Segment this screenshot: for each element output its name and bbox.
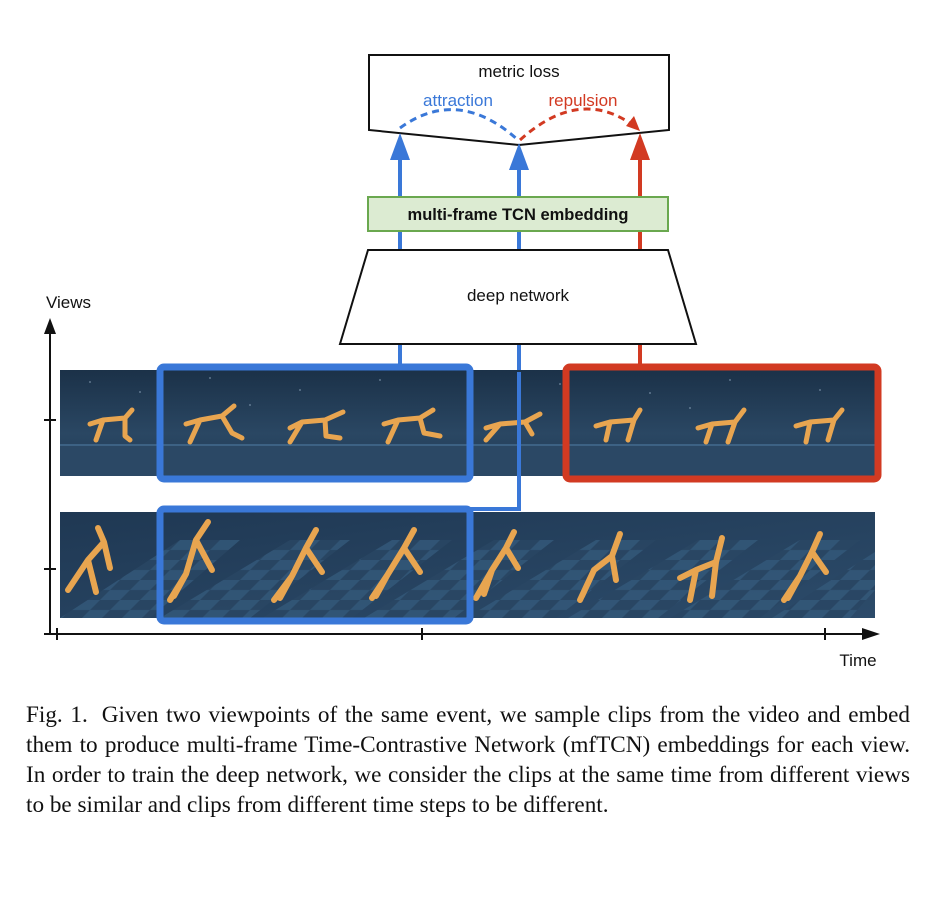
deep-network-box bbox=[338, 249, 698, 345]
walker-frame bbox=[473, 529, 521, 601]
walker-frame bbox=[167, 519, 215, 603]
caption-fig-label: Fig. 1. bbox=[26, 702, 88, 728]
walker-frame bbox=[577, 531, 623, 603]
x-axis-label: Time bbox=[839, 651, 876, 670]
walker-frame bbox=[183, 403, 245, 445]
attraction-arc bbox=[399, 108, 520, 142]
embedding-label: multi-frame TCN embedding bbox=[408, 206, 629, 224]
negative-clip-frame bbox=[562, 363, 882, 483]
walker-frame bbox=[483, 411, 543, 443]
x-axis-arrowhead bbox=[862, 628, 880, 640]
figure-caption: Fig. 1.Given two viewpoints of the same … bbox=[26, 700, 910, 820]
attraction-label: attraction bbox=[423, 91, 493, 110]
positive-connector bbox=[470, 372, 521, 511]
walker-frame bbox=[695, 407, 747, 445]
positive-arrowhead bbox=[509, 143, 529, 170]
repulsion-label: repulsion bbox=[549, 91, 618, 110]
walker-frame bbox=[593, 407, 643, 443]
walker-frame bbox=[87, 407, 135, 443]
walker-frame bbox=[271, 527, 325, 603]
walker-frame bbox=[793, 407, 845, 445]
repulsion-arc-head bbox=[626, 116, 640, 131]
metric-loss-label: metric loss bbox=[478, 62, 559, 81]
y-axis-arrowhead bbox=[44, 318, 56, 334]
figure-diagram: metric loss attraction repulsion multi-f… bbox=[44, 54, 882, 670]
walker-frame bbox=[677, 535, 725, 603]
repulsion-arc bbox=[518, 107, 635, 142]
view-2-strip bbox=[60, 512, 875, 618]
walker-frame bbox=[287, 409, 346, 445]
walker-frame bbox=[781, 531, 829, 603]
walker-frame bbox=[369, 527, 423, 601]
metric-loss-box bbox=[368, 54, 670, 147]
embedding-box bbox=[367, 196, 669, 232]
caption-text: Given two viewpoints of the same event, … bbox=[26, 702, 910, 818]
negative-arrowhead bbox=[630, 133, 650, 160]
deep-network-label: deep network bbox=[467, 286, 570, 305]
anchor-arrowhead bbox=[390, 133, 410, 160]
anchor-clip-frame bbox=[156, 363, 474, 483]
walker-frame bbox=[65, 525, 113, 595]
walker-frame bbox=[381, 407, 443, 445]
positive-clip-frame bbox=[156, 505, 474, 625]
y-axis-label: Views bbox=[46, 293, 91, 312]
